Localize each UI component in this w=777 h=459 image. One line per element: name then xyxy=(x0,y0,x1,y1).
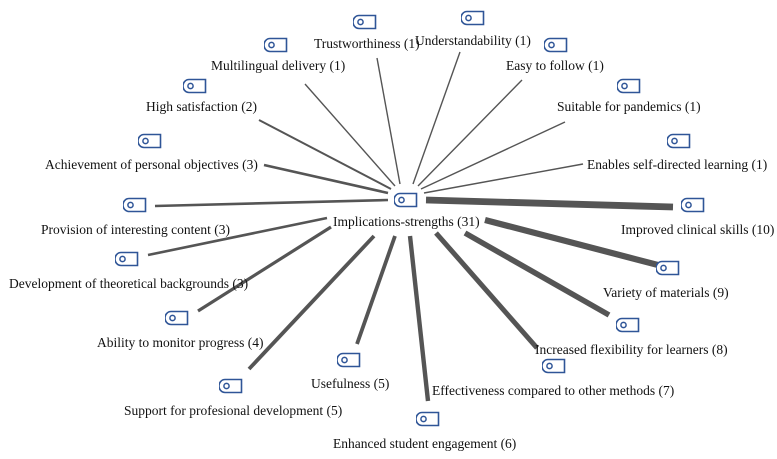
edge xyxy=(434,231,539,350)
node-label: Provision of interesting content (3) xyxy=(41,222,230,237)
node-label: Understandability (1) xyxy=(415,33,531,48)
code-icon[interactable] xyxy=(336,352,361,368)
node-label: Support for profesional development (5) xyxy=(124,403,343,418)
node-label: Increased flexibility for learners (8) xyxy=(535,342,728,357)
code-icon[interactable] xyxy=(114,251,139,267)
node-label: Enables self-directed learning (1) xyxy=(587,157,768,172)
code-icon[interactable] xyxy=(680,197,705,213)
node-label: Multilingual delivery (1) xyxy=(211,58,346,73)
center-code-icon[interactable] xyxy=(393,192,418,208)
edge xyxy=(197,225,332,313)
edge xyxy=(420,121,566,190)
code-icon[interactable] xyxy=(666,133,691,149)
code-icon[interactable] xyxy=(415,411,440,427)
node-label: Variety of materials (9) xyxy=(603,285,729,300)
code-icon[interactable] xyxy=(541,358,566,374)
edge xyxy=(423,163,584,194)
edge xyxy=(355,235,397,345)
node-label: Achievement of personal objectives (3) xyxy=(45,157,258,172)
code-icon[interactable] xyxy=(460,10,485,26)
edge xyxy=(263,163,389,195)
code-icon[interactable] xyxy=(655,260,680,276)
code-icon[interactable] xyxy=(616,78,641,94)
center-label: Implications-strengths (31) xyxy=(333,214,480,229)
edge xyxy=(376,57,401,185)
edge xyxy=(247,234,376,371)
code-icon[interactable] xyxy=(352,14,377,30)
node-label: Ability to monitor progress (4) xyxy=(97,335,264,350)
node-label: Improved clinical skills (10) xyxy=(621,222,775,237)
edge xyxy=(425,196,674,211)
node-label: Enhanced student engagement (6) xyxy=(333,436,517,451)
code-icon[interactable] xyxy=(263,37,288,53)
code-icon[interactable] xyxy=(615,317,640,333)
code-icon[interactable] xyxy=(137,133,162,149)
node-label: Development of theoretical backgrounds (… xyxy=(9,276,249,291)
edge xyxy=(417,79,523,187)
node-label: Trustworthiness (1) xyxy=(314,36,420,51)
edge xyxy=(147,216,328,257)
edge xyxy=(407,235,431,402)
code-icon[interactable] xyxy=(543,37,568,53)
node-label: High satisfaction (2) xyxy=(146,99,257,114)
code-icon[interactable] xyxy=(122,197,147,213)
node-label: Easy to follow (1) xyxy=(506,58,604,73)
code-icon[interactable] xyxy=(164,310,189,326)
code-icon[interactable] xyxy=(182,78,207,94)
edge xyxy=(484,216,659,269)
code-icon[interactable] xyxy=(218,378,243,394)
edge xyxy=(304,83,396,187)
edge xyxy=(258,119,392,190)
edge xyxy=(463,230,611,318)
edge xyxy=(154,198,389,208)
node-label: Suitable for pandemics (1) xyxy=(557,99,701,114)
edge xyxy=(412,51,461,185)
node-label: Effectiveness compared to other methods … xyxy=(432,383,675,398)
node-label: Usefulness (5) xyxy=(311,376,390,391)
